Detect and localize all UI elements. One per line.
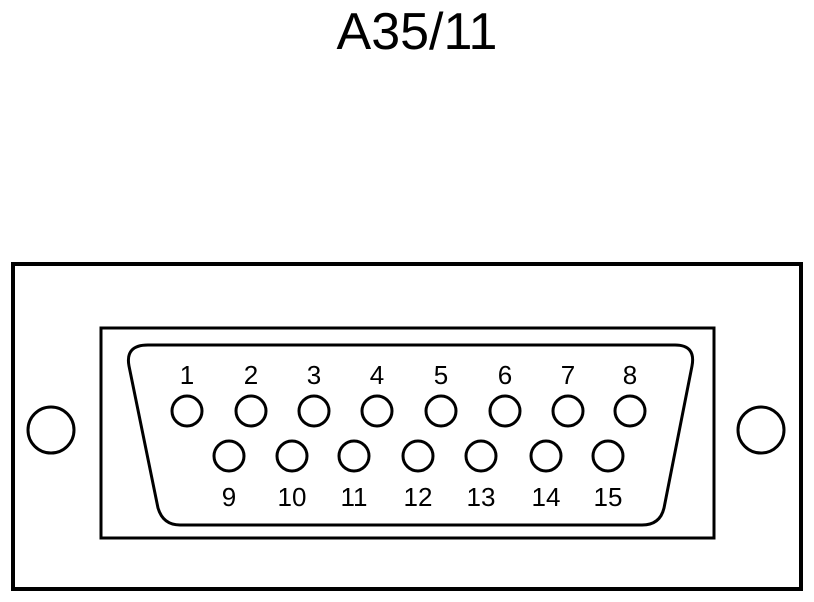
- pin-label-13: 13: [467, 482, 496, 512]
- pin-2: [234, 394, 268, 428]
- pin-9: [212, 439, 246, 473]
- pin-label-12: 12: [404, 482, 433, 512]
- pin-label-11: 11: [341, 482, 368, 512]
- pin-label-4: 4: [370, 360, 384, 390]
- mounting-hole-right: [736, 405, 786, 455]
- connector-title: A35/11: [336, 3, 498, 61]
- pin-7: [551, 394, 585, 428]
- inner-frame: [99, 326, 716, 540]
- pin-label-1: 1: [180, 360, 194, 390]
- pin-11: [337, 439, 371, 473]
- pin-1: [170, 394, 204, 428]
- pin-10: [275, 439, 309, 473]
- bottom-row-pins: 9 10 11 12 13 14 15: [212, 439, 625, 512]
- pin-8: [613, 394, 647, 428]
- outer-panel: [11, 262, 803, 591]
- top-row-pins: 1 2 3 4 5 6 7 8: [170, 360, 647, 428]
- mounting-hole-left: [26, 405, 76, 455]
- pin-4: [360, 394, 394, 428]
- pin-label-5: 5: [434, 360, 448, 390]
- pin-15: [591, 439, 625, 473]
- pin-13: [464, 439, 498, 473]
- pin-label-9: 9: [222, 482, 236, 512]
- pin-label-3: 3: [307, 360, 321, 390]
- pin-12: [401, 439, 435, 473]
- pin-label-8: 8: [623, 360, 637, 390]
- pin-label-6: 6: [498, 360, 512, 390]
- pin-14: [529, 439, 563, 473]
- d-shell-outline: [126, 343, 695, 527]
- pin-label-14: 14: [532, 482, 561, 512]
- pin-label-10: 10: [278, 482, 307, 512]
- pin-label-7: 7: [561, 360, 575, 390]
- pin-5: [424, 394, 458, 428]
- pin-3: [297, 394, 331, 428]
- pin-label-15: 15: [594, 482, 623, 512]
- pin-label-2: 2: [244, 360, 258, 390]
- pin-6: [488, 394, 522, 428]
